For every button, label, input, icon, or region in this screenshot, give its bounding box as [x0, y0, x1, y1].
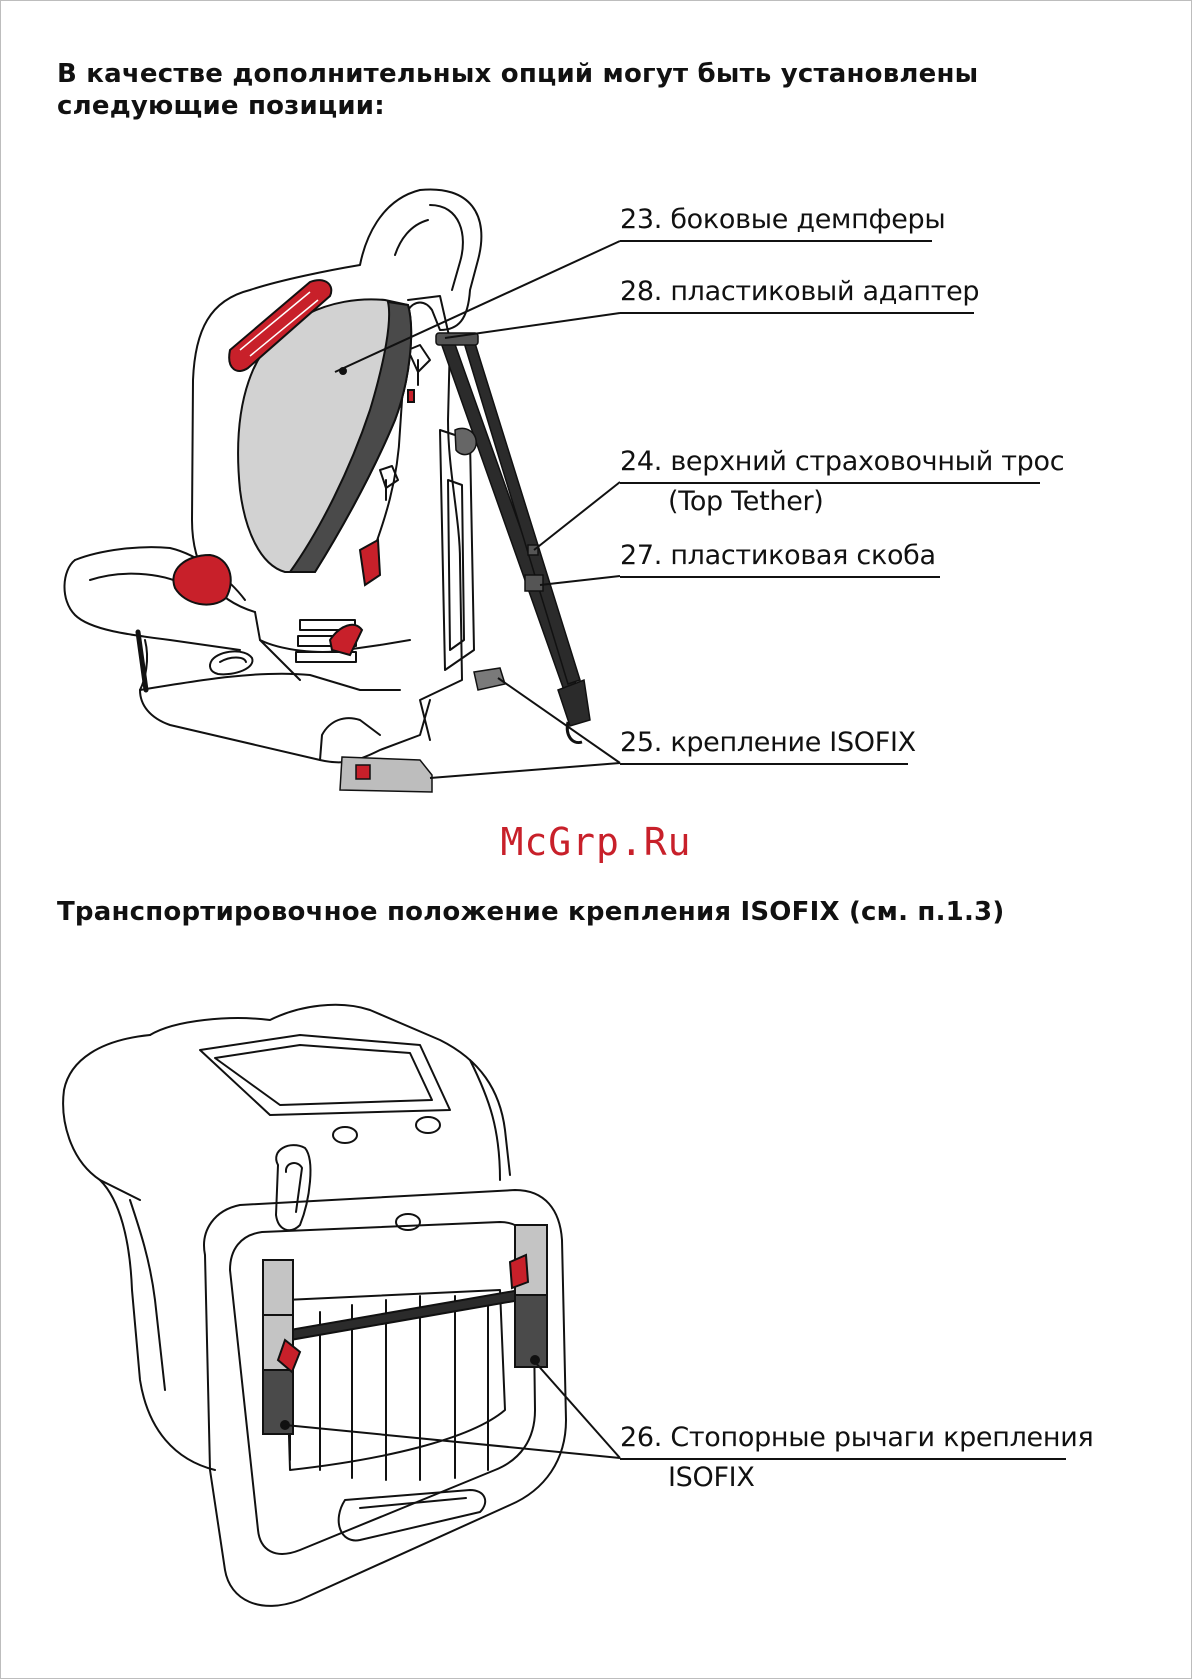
callout-27-plastic-clip: 27. пластиковая скоба [620, 540, 936, 571]
callout-26-underline [620, 1458, 1066, 1460]
options-heading: В качестве дополнительных опций могут бы… [57, 59, 979, 121]
callout-25-underline [620, 763, 908, 765]
callout-23-underline [620, 240, 932, 242]
callout-24-top-tether-sub: (Top Tether) [668, 486, 824, 517]
callout-23-side-dampers: 23. боковые демпферы [620, 204, 946, 235]
callout-28-plastic-adapter: 28. пластиковый адаптер [620, 276, 980, 307]
watermark: McGrp.Ru [500, 820, 692, 864]
callout-26-isofix-lock-levers: 26. Стопорные рычаги крепления [620, 1422, 1094, 1453]
callout-24-top-tether: 24. верхний страховочный трос [620, 446, 1065, 477]
callout-26-isofix-sub: ISOFIX [668, 1462, 755, 1493]
callout-24-underline [620, 482, 1040, 484]
car-seat-side-illustration [63, 188, 621, 793]
callout-28-underline [620, 312, 974, 314]
callout-25-isofix-mount: 25. крепление ISOFIX [620, 727, 916, 758]
transport-heading: Транспортировочное положение крепления I… [57, 897, 1005, 927]
callout-27-underline [620, 576, 940, 578]
